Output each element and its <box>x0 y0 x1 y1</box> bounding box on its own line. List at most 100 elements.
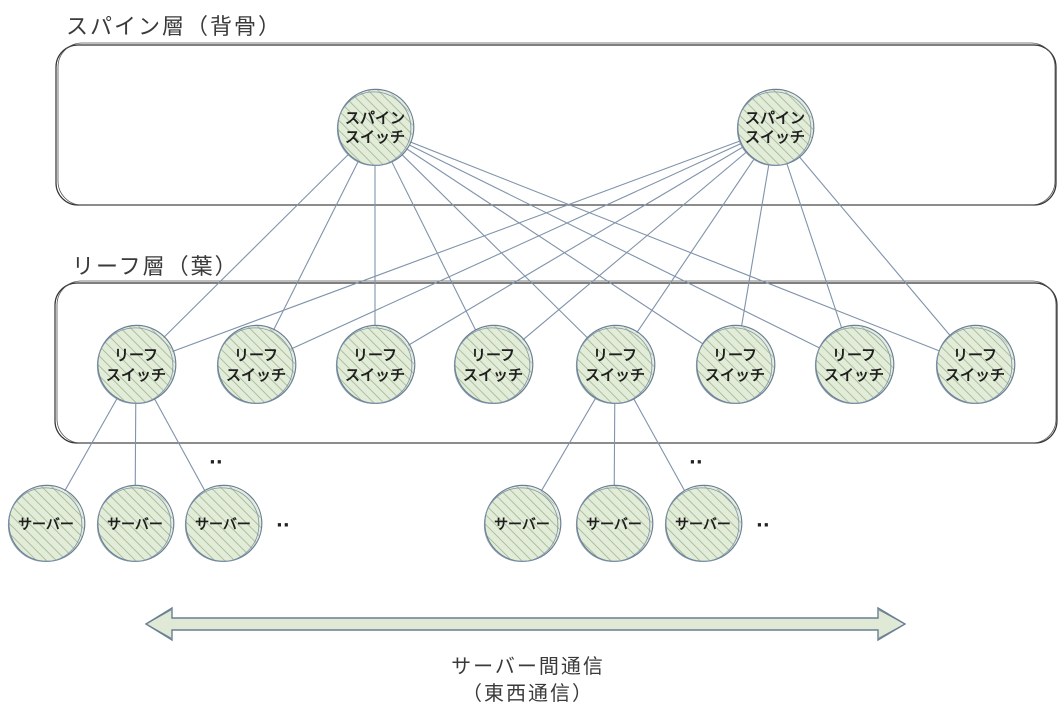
spine-switch-2-fill <box>737 90 813 166</box>
leaf-switch-2-outline-inner <box>216 327 294 404</box>
leaf-switch-4-fill <box>454 326 532 404</box>
server-g1-2-outline-inner <box>96 487 172 562</box>
leaf-switch-3-outline-inner <box>335 327 413 404</box>
link-spine1-leaf5 <box>374 127 616 366</box>
leaf-switch-1-label-2: スイッチ <box>106 366 166 384</box>
server-g1-2-fill <box>97 486 173 562</box>
leaf-switch-4-outline-inner <box>453 327 531 404</box>
link-spine1-leaf6 <box>374 127 736 366</box>
server-g2-3-outline-inner <box>664 487 740 562</box>
spine-switch-1-fill <box>337 90 413 166</box>
leaf-switch-8-outline-inner <box>935 327 1013 404</box>
leaf-switch-2-label-2: スイッチ <box>226 366 286 384</box>
traffic-caption-line2: （東西通信） <box>462 681 594 705</box>
leaf-layer-box <box>54 280 1058 444</box>
spine-switch-2-outline-inner <box>736 91 812 166</box>
leaf-switch-7-label-2: スイッチ <box>824 366 884 384</box>
server-g2-2-fill <box>576 486 652 562</box>
leaf-switch-2-fill <box>217 326 295 404</box>
link-spine2-leaf4 <box>492 127 776 366</box>
server-g1-3-fill <box>185 486 261 562</box>
server-g2-2-outline-inner <box>575 487 651 562</box>
server-g1-1-fill <box>8 486 84 562</box>
link-spine1-leaf1 <box>135 127 376 366</box>
leaf-switch-1-outline-inner <box>96 327 174 404</box>
server-g2-2-label-1: サーバー <box>586 517 642 533</box>
links <box>45 127 976 525</box>
server-g1-2-label-1: サーバー <box>107 517 163 533</box>
server-g2-1: サーバー <box>483 484 562 563</box>
leaf-switch-8-label-2: スイッチ <box>945 366 1005 384</box>
server-g2-1-fill <box>484 486 560 562</box>
leaf-switch-7-label-1: リーフ <box>832 346 876 364</box>
leaf-switch-6-label-2: スイッチ <box>705 366 765 384</box>
server-g1-2: サーバー <box>96 484 175 563</box>
link-spine2-leaf2 <box>255 127 776 366</box>
leaf-switch-7-fill <box>815 326 893 404</box>
link-spine2-leaf1 <box>135 127 776 366</box>
group2-ellipsis-side: ·· <box>756 515 770 536</box>
leaf-switch-6-fill <box>696 326 774 404</box>
group2-ellipsis-top: ·· <box>689 452 703 473</box>
link-spine2-leaf5 <box>614 127 776 366</box>
server-g2-2: サーバー <box>575 484 654 563</box>
leaf-switch-3-fill <box>336 326 414 404</box>
leaf-switch-5-label-1: リーフ <box>593 346 637 364</box>
spine-switch-1-outline-inner <box>336 91 412 166</box>
link-spine2-leaf8 <box>774 127 976 366</box>
server-g1-3: サーバー <box>184 484 263 563</box>
leaf-layer-label: リーフ層（葉） <box>72 255 239 280</box>
link-spine1-leaf2 <box>255 127 376 366</box>
server-g1-1-label-1: サーバー <box>18 517 74 533</box>
spine-switch-1-label-1: スパイン <box>345 109 405 127</box>
server-g2-3-label-1: サーバー <box>675 517 731 533</box>
link-spine2-leaf3 <box>374 127 776 366</box>
server-g2-1-outline-inner <box>483 487 559 562</box>
server-g1-3-label-1: サーバー <box>195 517 251 533</box>
link-spine1-leaf7 <box>374 127 855 366</box>
east-west-arrow <box>144 606 907 642</box>
spine-layer-label: スパイン層（背骨） <box>66 15 282 40</box>
leaf-switch-6-outline-inner <box>695 327 773 404</box>
server-g2-1-label-1: サーバー <box>494 517 550 533</box>
spine-switch-1-label-2: スイッチ <box>345 128 405 146</box>
server-g2-3-fill <box>665 486 741 562</box>
leaf-switch-3-label-2: スイッチ <box>345 366 405 384</box>
leaf-switch-4-label-1: リーフ <box>471 346 515 364</box>
leaf-switch-5-outline-inner <box>575 327 653 404</box>
server-g1-1: サーバー <box>7 484 86 563</box>
spine-switch-2-label-2: スイッチ <box>745 128 805 146</box>
leaf-switch-7-outline-inner <box>814 327 892 404</box>
link-spine1-leaf8 <box>374 127 976 366</box>
leaf-switch-1-fill <box>97 326 175 404</box>
server-g1-1-outline-inner <box>7 487 83 562</box>
spine-switch-2-label-1: スパイン <box>745 109 805 127</box>
leaf-switch-5-fill <box>576 326 654 404</box>
leaf-switch-8-label-1: リーフ <box>953 346 997 364</box>
server-g2-3: サーバー <box>664 484 743 563</box>
group1-ellipsis-top: ·· <box>209 452 223 473</box>
group1-ellipsis-side: ·· <box>276 515 290 536</box>
leaf-switch-1-label-1: リーフ <box>114 346 158 364</box>
spine-layer-box <box>55 42 1057 206</box>
link-spine2-leaf7 <box>774 127 855 366</box>
leaf-switch-6-label-1: リーフ <box>713 346 757 364</box>
server-g1-3-outline-inner <box>184 487 260 562</box>
leaf-switch-8-fill <box>936 326 1014 404</box>
leaf-switch-5-label-2: スイッチ <box>585 366 645 384</box>
leaf-switch-2-label-1: リーフ <box>234 346 278 364</box>
leaf-switch-3-label-1: リーフ <box>353 346 397 364</box>
nodes: スパインスイッチスパインスイッチリーフスイッチリーフスイッチリーフスイッチリーフ… <box>7 88 1016 563</box>
